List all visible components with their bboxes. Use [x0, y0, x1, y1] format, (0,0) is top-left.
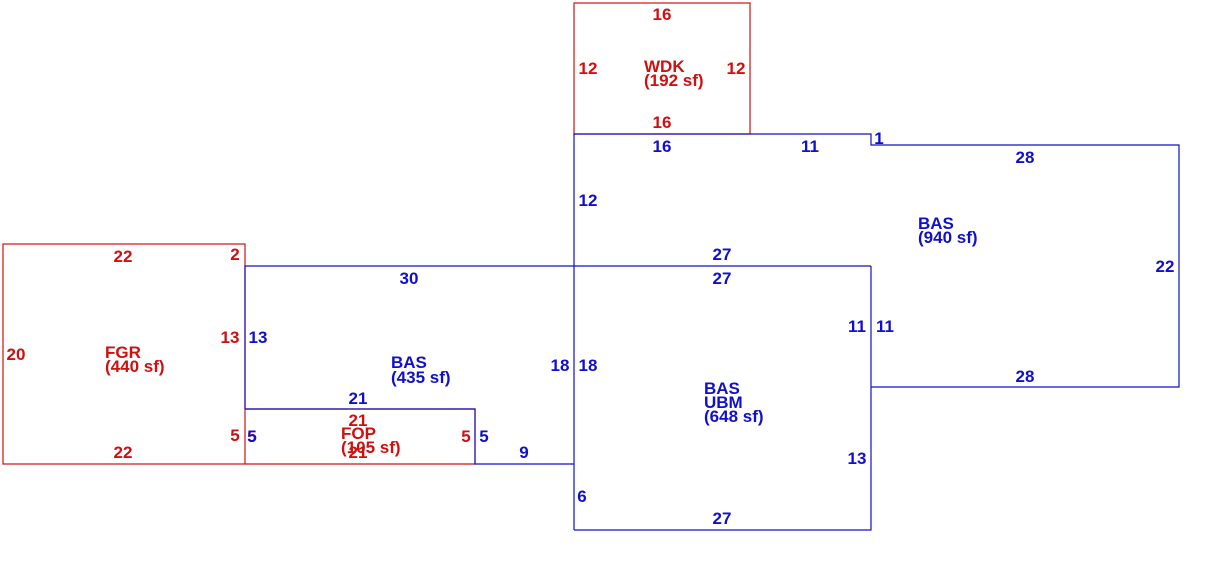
bas-ubm-code2: UBM [704, 393, 743, 412]
bas-main-outline [573, 133, 1180, 530]
bas-ubm-right-lower-dim: 13 [848, 449, 867, 468]
bas-left-right-dim: 18 [551, 356, 570, 375]
wdk-left-dim: 12 [579, 59, 598, 78]
bas-main-left-dim: 12 [579, 191, 598, 210]
fop-code: FOP [341, 424, 376, 443]
bas-main-top-mid-dim: 11 [801, 137, 819, 156]
bas-ubm-top-dim: 27 [713, 269, 732, 288]
bas-main-area: (940 sf) [918, 228, 978, 247]
bas-left-outline [244, 265, 574, 409]
bas-left-left-dim: 13 [249, 328, 268, 347]
bas-main-inner-dim: 11 [876, 317, 894, 336]
bas-main-jog-dim: 1 [874, 129, 883, 148]
bas-left-area: (435 sf) [391, 368, 451, 387]
fgr-right-dim: 13 [221, 328, 240, 347]
bas-main-bottom-mid-dim: 27 [713, 245, 732, 264]
wdk-bottom-dim: 16 [653, 113, 672, 132]
fgr-left-dim: 20 [7, 345, 26, 364]
fop-area: (105 sf) [341, 438, 401, 457]
bas-ubm-left-lower-dim: 6 [577, 487, 586, 506]
wdk-top-dim: 16 [653, 5, 672, 24]
bas-ubm-bottom-dim: 27 [713, 509, 732, 528]
fgr-code: FGR [105, 343, 141, 362]
fop-bottom-dim: 21 [349, 443, 368, 462]
wdk-code: WDK [644, 57, 685, 76]
bas-ubm-code: BAS [704, 379, 740, 398]
fgr-corner-dim: 2 [230, 245, 239, 264]
fgr-area: (440 sf) [105, 357, 165, 376]
bas-main-code: BAS [918, 214, 954, 233]
fop-left-dim: 5 [247, 427, 256, 446]
bas-ubm-left-dim: 18 [579, 356, 598, 375]
fop-top-dim: 21 [349, 411, 368, 430]
bas-left-fop-right-dim: 5 [479, 427, 488, 446]
bas-left-code: BAS [391, 353, 427, 372]
fgr-top-dim: 22 [114, 247, 133, 266]
bas-left-fop-cut [245, 408, 574, 465]
bas-main-right-dim: 22 [1156, 257, 1175, 276]
bas-ubm-outline [574, 266, 872, 531]
wdk-right-dim: 12 [727, 59, 746, 78]
bas-left-top-dim: 30 [400, 269, 419, 288]
bas-left-bottom-dim: 9 [519, 443, 528, 462]
bas-main-bottom-dim: 28 [1016, 367, 1035, 386]
fgr-bottom-dim: 22 [114, 443, 133, 462]
fgr-bottom-right-dim: 5 [230, 426, 239, 445]
bas-left-fop-top-dim: 21 [349, 389, 368, 408]
bas-ubm-right-upper-dim: 11 [848, 317, 866, 336]
bas-main-top-left-dim: 16 [653, 137, 672, 156]
fop-right-dim: 5 [461, 427, 470, 446]
wdk-area: (192 sf) [644, 71, 704, 90]
bas-left-fop-left-dim: 5 [247, 427, 256, 446]
bas-main-top-right-dim: 28 [1016, 148, 1035, 167]
bas-ubm-area: (648 sf) [704, 407, 764, 426]
